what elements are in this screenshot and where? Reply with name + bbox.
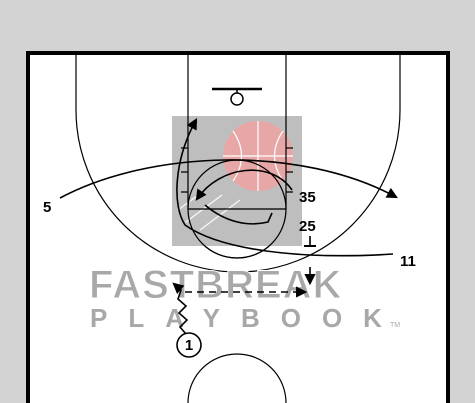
player-labels: 5 35 25 11 1 [43, 189, 416, 358]
logo-line-1: FASTBREAK [89, 263, 342, 307]
center-circle [187, 353, 287, 403]
player-label-35: 35 [299, 189, 316, 206]
player-1-marker: 1 [176, 332, 202, 358]
player-label-1: 1 [185, 337, 193, 354]
cut-path-player-5 [59, 159, 398, 199]
cut-path-player-35 [195, 169, 293, 201]
screen-path [204, 204, 273, 225]
player-label-5: 5 [43, 199, 51, 216]
cut-path-player-11 [176, 118, 394, 257]
movement-paths [59, 118, 398, 335]
three-point-line [75, 55, 401, 273]
player-label-11: 11 [400, 253, 416, 270]
fastbreak-playbook-logo: FASTBREAK PLAYBOOK TM [89, 263, 403, 334]
basketball-icon [223, 121, 293, 191]
dribble-path-player-1 [172, 282, 189, 335]
logo-line-2: PLAYBOOK [90, 303, 403, 333]
logo-tm: TM [390, 322, 400, 329]
player-label-25: 25 [299, 218, 316, 235]
